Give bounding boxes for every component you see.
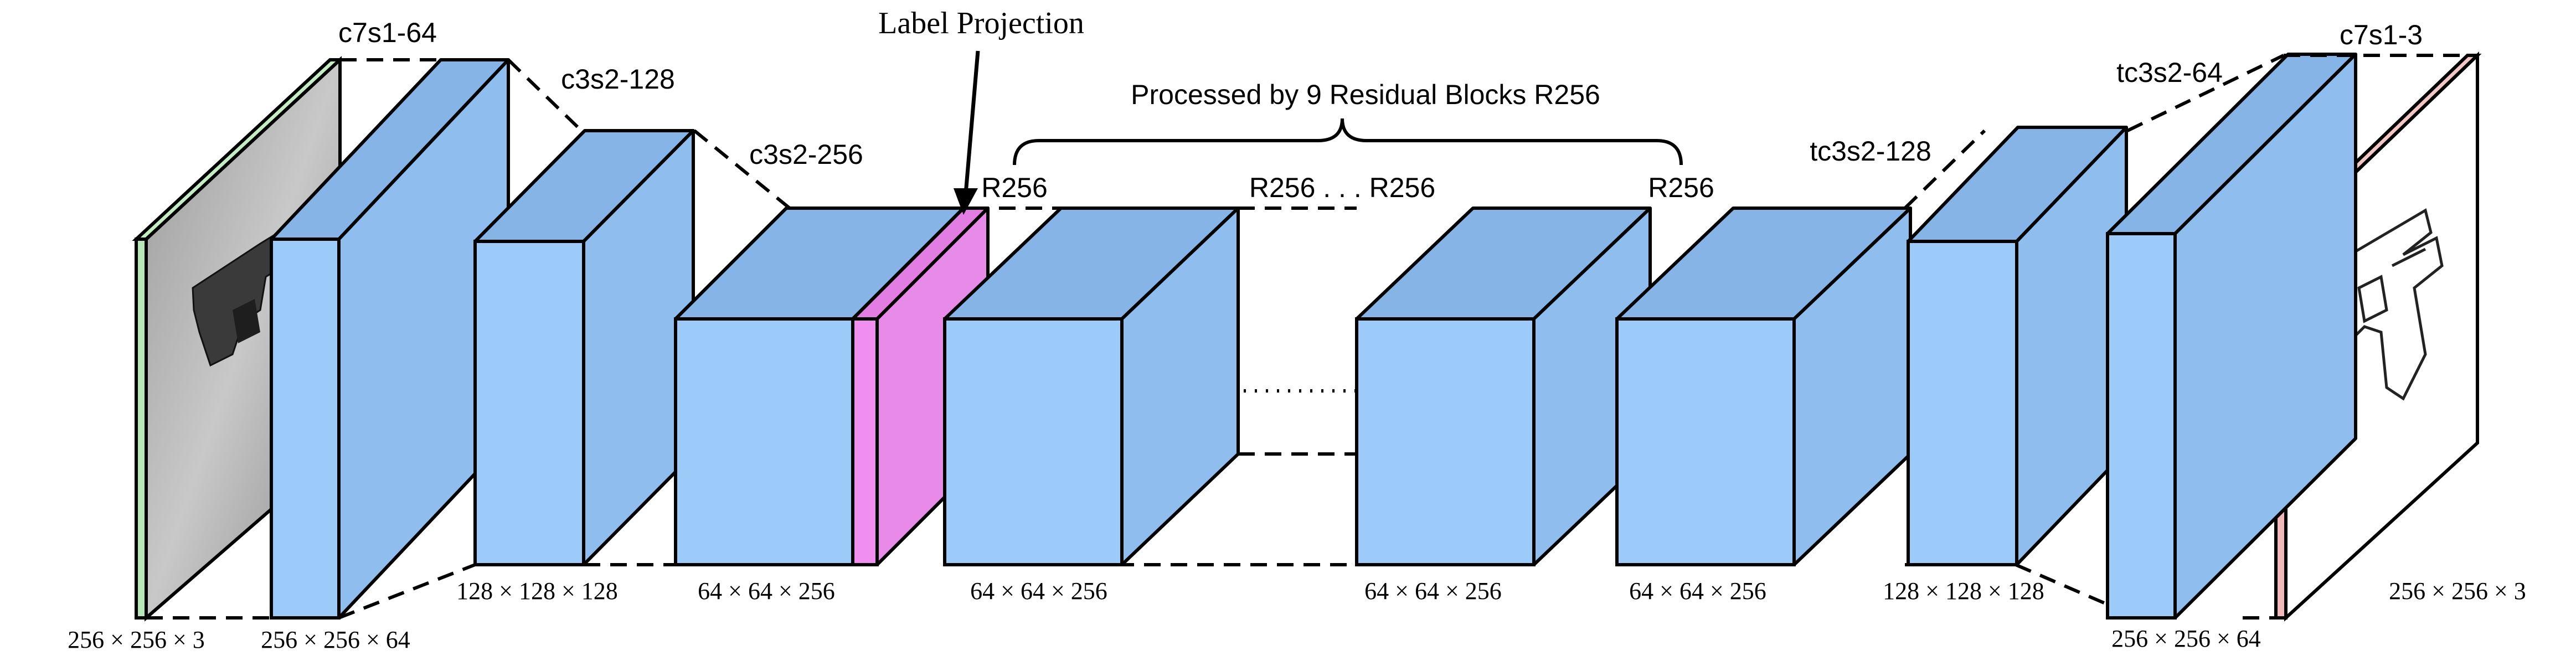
- dims-r256-first: 64 × 64 × 256: [970, 577, 1107, 605]
- op-label-tc3s2-128: tc3s2-128: [1810, 136, 1931, 167]
- label-projection-title: Label Projection: [878, 6, 1084, 40]
- brace-label: Processed by 9 Residual Blocks R256: [1131, 79, 1600, 110]
- block-c3s2-256-front-face: [674, 317, 854, 566]
- block-tc3s2-128: [1907, 126, 2128, 566]
- block-r256-last-front-face: [1615, 317, 1796, 566]
- dims-c7s1-64: 256 × 256 × 64: [261, 626, 410, 653]
- dimension-labels: 256 × 256 × 3 256 × 256 × 64 128 × 128 ×…: [68, 577, 2526, 653]
- dims-tc3s2-128: 128 × 128 × 128: [1883, 577, 2044, 605]
- op-label-c3s2-256: c3s2-256: [749, 139, 863, 170]
- block-label-projection-front-face: [851, 317, 879, 566]
- dims-output: 256 × 256 × 3: [2389, 577, 2526, 605]
- block-tc3s2-64-front-face: [2106, 232, 2177, 620]
- block-c3s2-128-front-face: [473, 240, 585, 566]
- residual-brace: [1013, 118, 1683, 166]
- op-label-r256-last: R256: [1648, 172, 1714, 203]
- block-r256-last: [1615, 207, 1912, 566]
- op-label-c3s2-128: c3s2-128: [561, 64, 675, 95]
- op-label-r256-middle: R256 . . . R256: [1249, 172, 1435, 203]
- dims-c3s2-128: 128 × 128 × 128: [456, 577, 618, 605]
- dims-c3s2-256: 64 × 64 × 256: [698, 577, 835, 605]
- dims-tc3s2-64: 256 × 256 × 64: [2111, 625, 2261, 652]
- block-r256-middle-front-face: [1355, 317, 1536, 566]
- block-tc3s2-64: [2106, 53, 2357, 620]
- block-c7s1-64-front-face: [270, 238, 341, 620]
- op-label-c7s1-3: c7s1-3: [2340, 19, 2423, 50]
- connectors: [146, 54, 2467, 620]
- op-label-tc3s2-64: tc3s2-64: [2116, 57, 2223, 88]
- op-label-c7s1-64: c7s1-64: [338, 17, 437, 48]
- block-r256-middle: [1355, 207, 1652, 566]
- dims-input: 256 × 256 × 3: [68, 626, 205, 653]
- block-c7s1-64: [270, 58, 510, 620]
- dims-r256-middle: 64 × 64 × 256: [1364, 577, 1502, 605]
- block-tc3s2-128-front-face: [1907, 240, 2018, 566]
- op-label-r256-first: R256: [981, 172, 1048, 203]
- block-r256-first: [943, 207, 1240, 566]
- dims-r256-last: 64 × 64 × 256: [1629, 577, 1766, 605]
- operation-labels: c7s1-64 c3s2-128 c3s2-256 R256 R256 . . …: [338, 17, 2423, 203]
- block-r256-first-front-face: [943, 317, 1124, 566]
- label-projection-arrow: [954, 50, 980, 215]
- block-c3s2-128: [473, 129, 695, 566]
